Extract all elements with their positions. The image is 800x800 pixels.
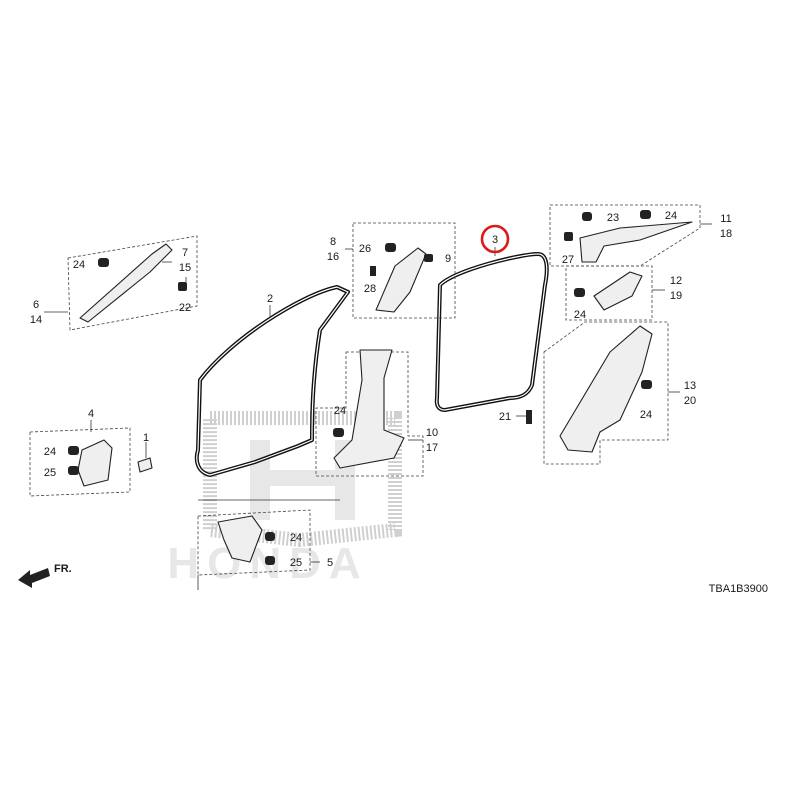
highlight-ring	[480, 224, 510, 254]
kick-bracket	[217, 515, 263, 563]
callout-24-a: 24	[73, 259, 85, 271]
callout-18: 18	[720, 228, 732, 240]
callout-11: 11	[720, 213, 731, 225]
callout-21: 21	[499, 411, 511, 423]
callout-10: 10	[426, 427, 438, 439]
part-group-4	[29, 420, 153, 497]
clip-24-a	[98, 258, 109, 267]
callout-25-a: 25	[44, 467, 56, 479]
callout-23: 23	[607, 212, 619, 224]
direction-label: FR.	[54, 563, 72, 575]
c-pillar-middle-trim	[593, 271, 643, 311]
part-group-10-17	[315, 349, 424, 477]
clip-23	[582, 212, 592, 221]
callout-24-g: 24	[640, 409, 652, 421]
callout-4: 4	[88, 408, 94, 420]
b-pillar-lower-trim	[333, 349, 405, 469]
part-group-13-20	[516, 321, 680, 465]
callout-17: 17	[426, 442, 438, 454]
callout-labels: 1 2 3 4 5 6 14 7 15 8 16 9 10 17 11 18 1…	[30, 210, 732, 569]
callout-24-c: 24	[44, 446, 56, 458]
clip-26	[385, 243, 396, 252]
callout-24-e: 24	[665, 210, 677, 222]
callout-24-b: 24	[334, 405, 346, 417]
screw-28	[370, 266, 376, 276]
clip-22	[178, 282, 187, 291]
callout-20: 20	[684, 395, 696, 407]
c-pillar-upper-trim	[579, 221, 693, 263]
clip-24-e	[640, 210, 651, 219]
callout-12: 12	[670, 275, 682, 287]
clip-24-g	[641, 380, 652, 389]
front-direction-indicator: FR.	[18, 563, 72, 588]
callout-19: 19	[670, 290, 682, 302]
callout-6: 6	[33, 299, 39, 311]
callout-7: 7	[182, 247, 188, 259]
callout-14: 14	[30, 314, 42, 326]
part-group-11-18	[549, 204, 712, 267]
callout-25-b: 25	[290, 557, 302, 569]
part-1-cover	[137, 457, 153, 473]
callout-8: 8	[330, 236, 336, 248]
callout-26: 26	[359, 243, 371, 255]
front-side-trim	[77, 439, 113, 487]
clip-24-d	[265, 532, 275, 541]
clip-27	[564, 232, 573, 241]
part-group-12-19	[565, 265, 665, 321]
diagram-code: TBA1B3900	[709, 583, 768, 595]
watermark-text: HONDA	[167, 539, 368, 588]
b-pillar-upper-trim	[375, 247, 427, 313]
part-2-front-weatherstrip	[194, 285, 350, 477]
clip-25-b	[265, 556, 275, 565]
part-group-6-14	[44, 235, 198, 331]
callout-1: 1	[143, 432, 149, 444]
callout-24-f: 24	[574, 309, 586, 321]
rear-pillar-lower-trim	[559, 325, 653, 453]
callout-5: 5	[327, 557, 333, 569]
callout-16: 16	[327, 251, 339, 263]
callout-24-d: 24	[290, 532, 302, 544]
callout-13: 13	[684, 380, 696, 392]
front-arrow-icon	[18, 568, 50, 588]
clip-24-c	[68, 446, 79, 455]
part-group-5	[197, 499, 340, 590]
callout-3: 3	[492, 234, 498, 246]
callout-22: 22	[179, 302, 191, 314]
clip-9	[424, 254, 433, 262]
callout-28: 28	[364, 283, 376, 295]
a-pillar-trim	[79, 243, 173, 323]
callout-15: 15	[179, 262, 191, 274]
clip-24-b	[333, 428, 344, 437]
part-3-rear-weatherstrip	[434, 247, 549, 412]
part-group-8-16	[345, 222, 456, 319]
screw-21	[526, 410, 532, 424]
callout-27: 27	[562, 254, 574, 266]
callout-9: 9	[445, 253, 451, 265]
clip-24-f	[574, 288, 585, 297]
clip-25-a	[68, 466, 79, 475]
callout-2: 2	[267, 293, 273, 305]
